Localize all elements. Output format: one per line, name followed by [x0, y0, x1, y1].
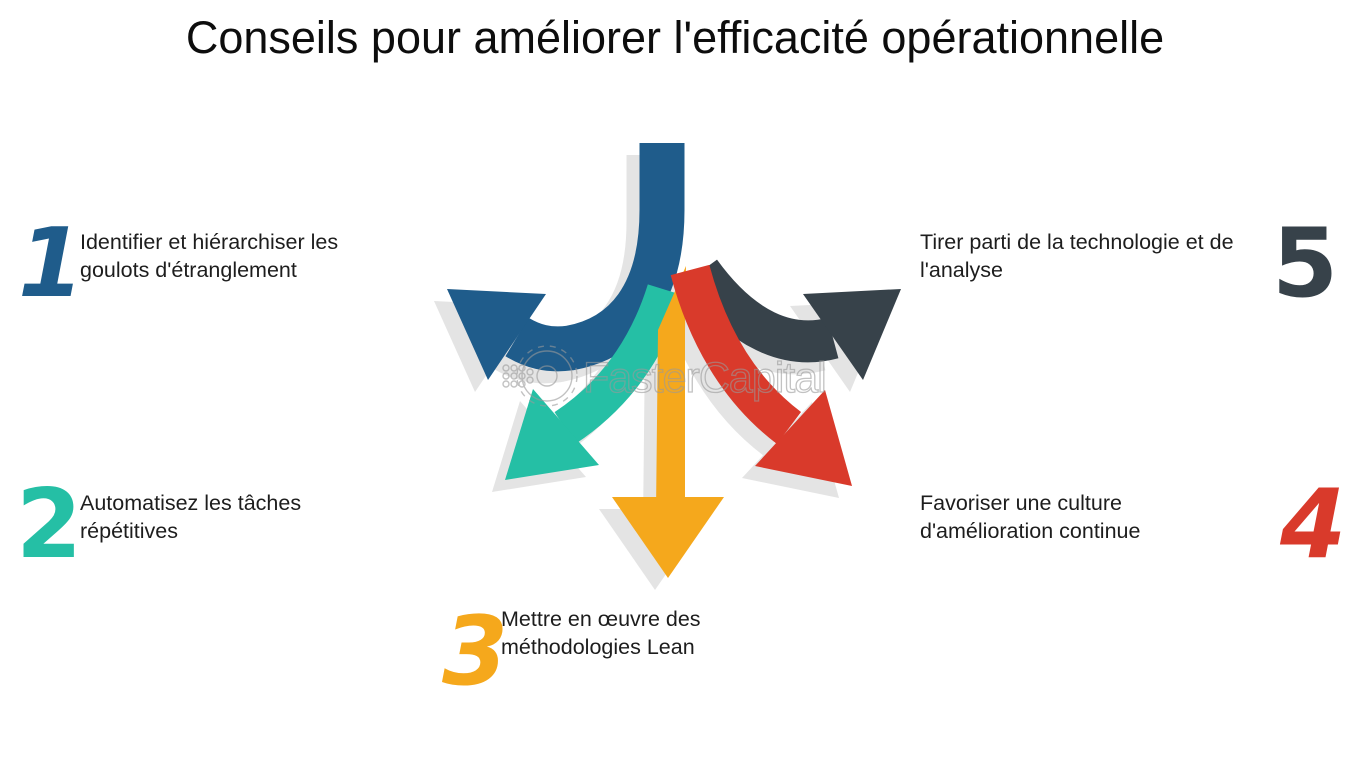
- step-number-1: 1: [18, 209, 85, 319]
- step-number-5: 5: [1272, 209, 1339, 319]
- halftone-dots: [502, 364, 534, 388]
- step-number-3: 3: [442, 597, 509, 707]
- gear-icon: [502, 345, 578, 407]
- step-label-4: Favoriser une culture d'amélioration con…: [920, 491, 1141, 543]
- step-label-5: Tirer parti de la technologie et de l'an…: [920, 230, 1234, 282]
- arrow-orange: [612, 266, 724, 578]
- watermark: FasterCapital: [502, 345, 827, 407]
- step-label-3: Mettre en œuvre des méthodologies Lean: [501, 607, 701, 659]
- step-number-2: 2: [16, 470, 83, 580]
- step-label-2: Automatisez les tâches répétitives: [80, 491, 302, 543]
- watermark-text: FasterCapital: [583, 354, 826, 402]
- step-number-4: 4: [1280, 470, 1347, 580]
- arrow-red: [670, 264, 852, 486]
- arrow-teal: [505, 284, 685, 480]
- page-title: Conseils pour améliorer l'efficacité opé…: [185, 12, 1165, 63]
- step-label-1: Identifier et hiérarchiser les goulots d…: [80, 230, 339, 282]
- arrow-blue: [447, 143, 685, 380]
